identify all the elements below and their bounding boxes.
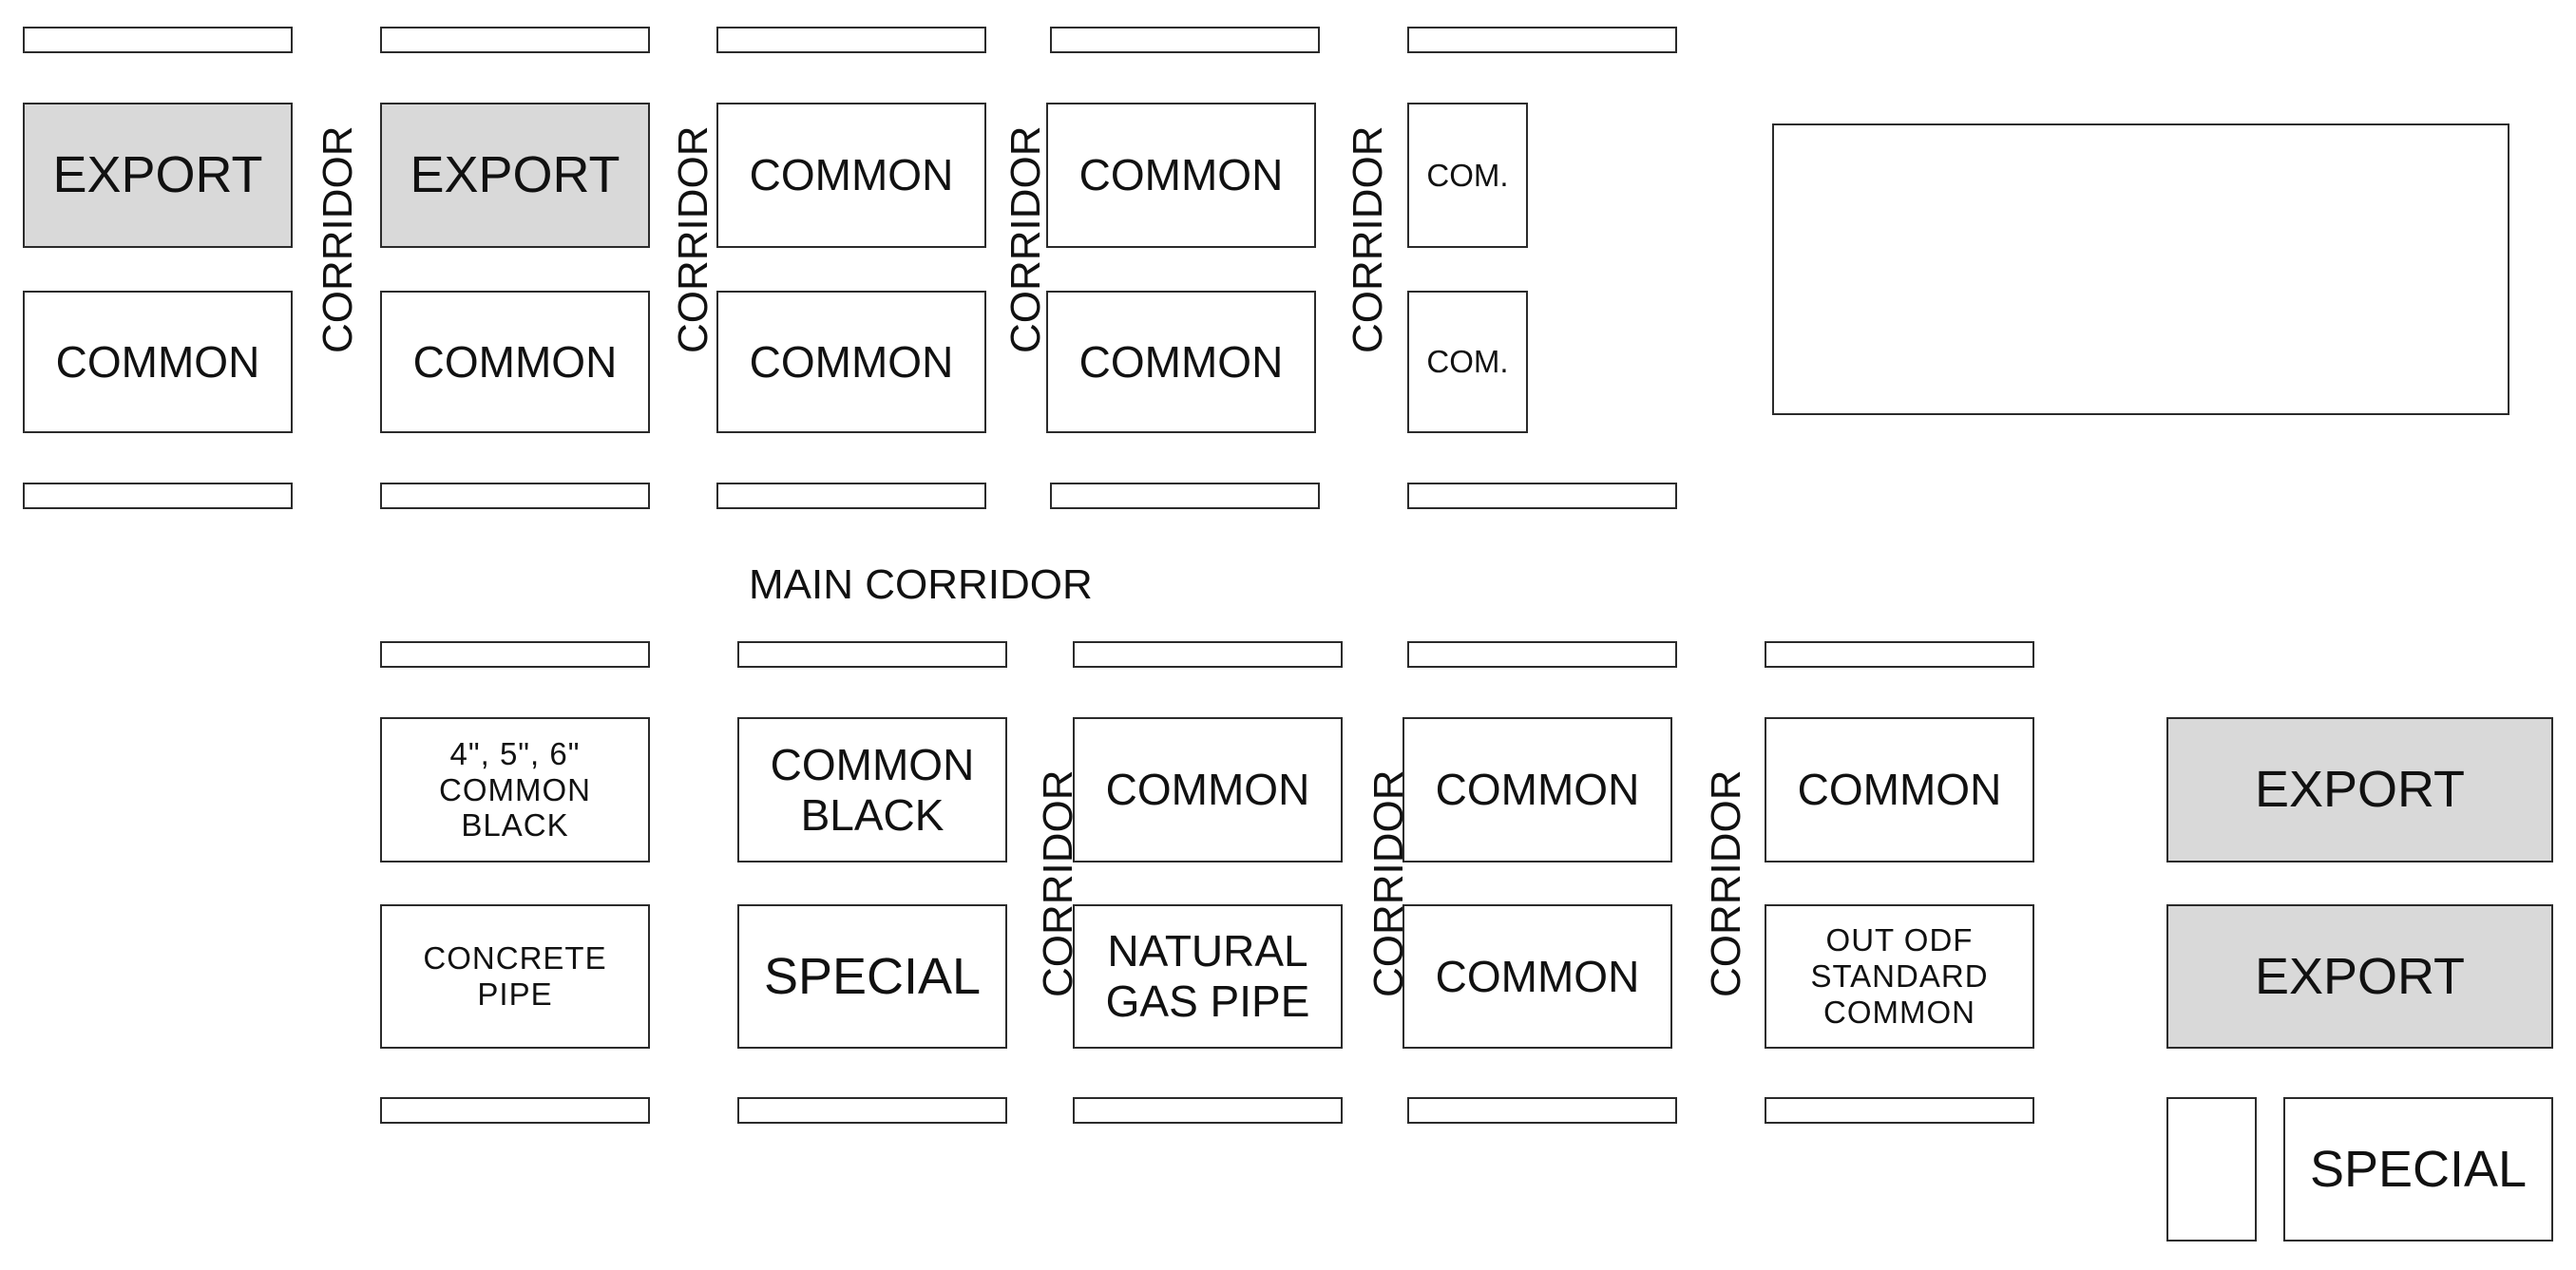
corridor-label: CORRIDOR [670,125,716,353]
corridor-label: CORRIDOR [1002,125,1049,353]
bay-natural-gas-pipe: NATURAL GAS PIPE [1073,904,1343,1049]
slot-bar [1073,1097,1343,1124]
slot-bar [1050,27,1320,53]
bay-export: EXPORT [380,103,650,248]
slot-bar [737,641,1007,668]
corridor-label: CORRIDOR [1345,125,1391,353]
slot-bar [1765,1097,2034,1124]
slot-bar [380,1097,650,1124]
slot-bar [1407,1097,1677,1124]
bay-com: COM. [1407,291,1528,433]
slot-bar [737,1097,1007,1124]
bay-com: COM. [1407,103,1528,248]
empty-area-box [1772,123,2509,415]
slot-bar [380,483,650,509]
slot-bar [1765,641,2034,668]
slot-bar [716,483,986,509]
bay-special: SPECIAL [2283,1097,2553,1242]
corridor-label: CORRIDOR [315,125,361,353]
bay-common: COMMON [1402,717,1672,862]
bay-common: COMMON [1046,291,1316,433]
bay-common: COMMON [1765,717,2034,862]
bay-common: COMMON [716,103,986,248]
bay-common: COMMON [716,291,986,433]
bay-common: COMMON [380,291,650,433]
bay-export: EXPORT [2166,904,2553,1049]
slot-bar [1050,483,1320,509]
corridor-label: CORRIDOR [1365,769,1412,997]
slot-bar [716,27,986,53]
bay-common: COMMON [23,291,293,433]
bay-out-odf-standard-common: OUT ODF STANDARD COMMON [1765,904,2034,1049]
slot-bar [23,27,293,53]
slot-bar [1073,641,1343,668]
bay-common: COMMON [1073,717,1343,862]
bay-export: EXPORT [2166,717,2553,862]
corridor-label: CORRIDOR [1703,769,1749,997]
small-empty-box [2166,1097,2257,1242]
bay-special: SPECIAL [737,904,1007,1049]
bay-concrete-pipe: CONCRETE PIPE [380,904,650,1049]
slot-bar [1407,483,1677,509]
slot-bar [23,483,293,509]
bay-common: COMMON [1402,904,1672,1049]
main-corridor-label: MAIN CORRIDOR [749,561,1093,608]
slot-bar [380,641,650,668]
bay-common-black: COMMON BLACK [737,717,1007,862]
bay-export: EXPORT [23,103,293,248]
slot-bar [1407,641,1677,668]
bay-common: COMMON [1046,103,1316,248]
corridor-label: CORRIDOR [1035,769,1081,997]
bay-common-black-sizes: 4", 5", 6" COMMON BLACK [380,717,650,862]
slot-bar [380,27,650,53]
slot-bar [1407,27,1677,53]
